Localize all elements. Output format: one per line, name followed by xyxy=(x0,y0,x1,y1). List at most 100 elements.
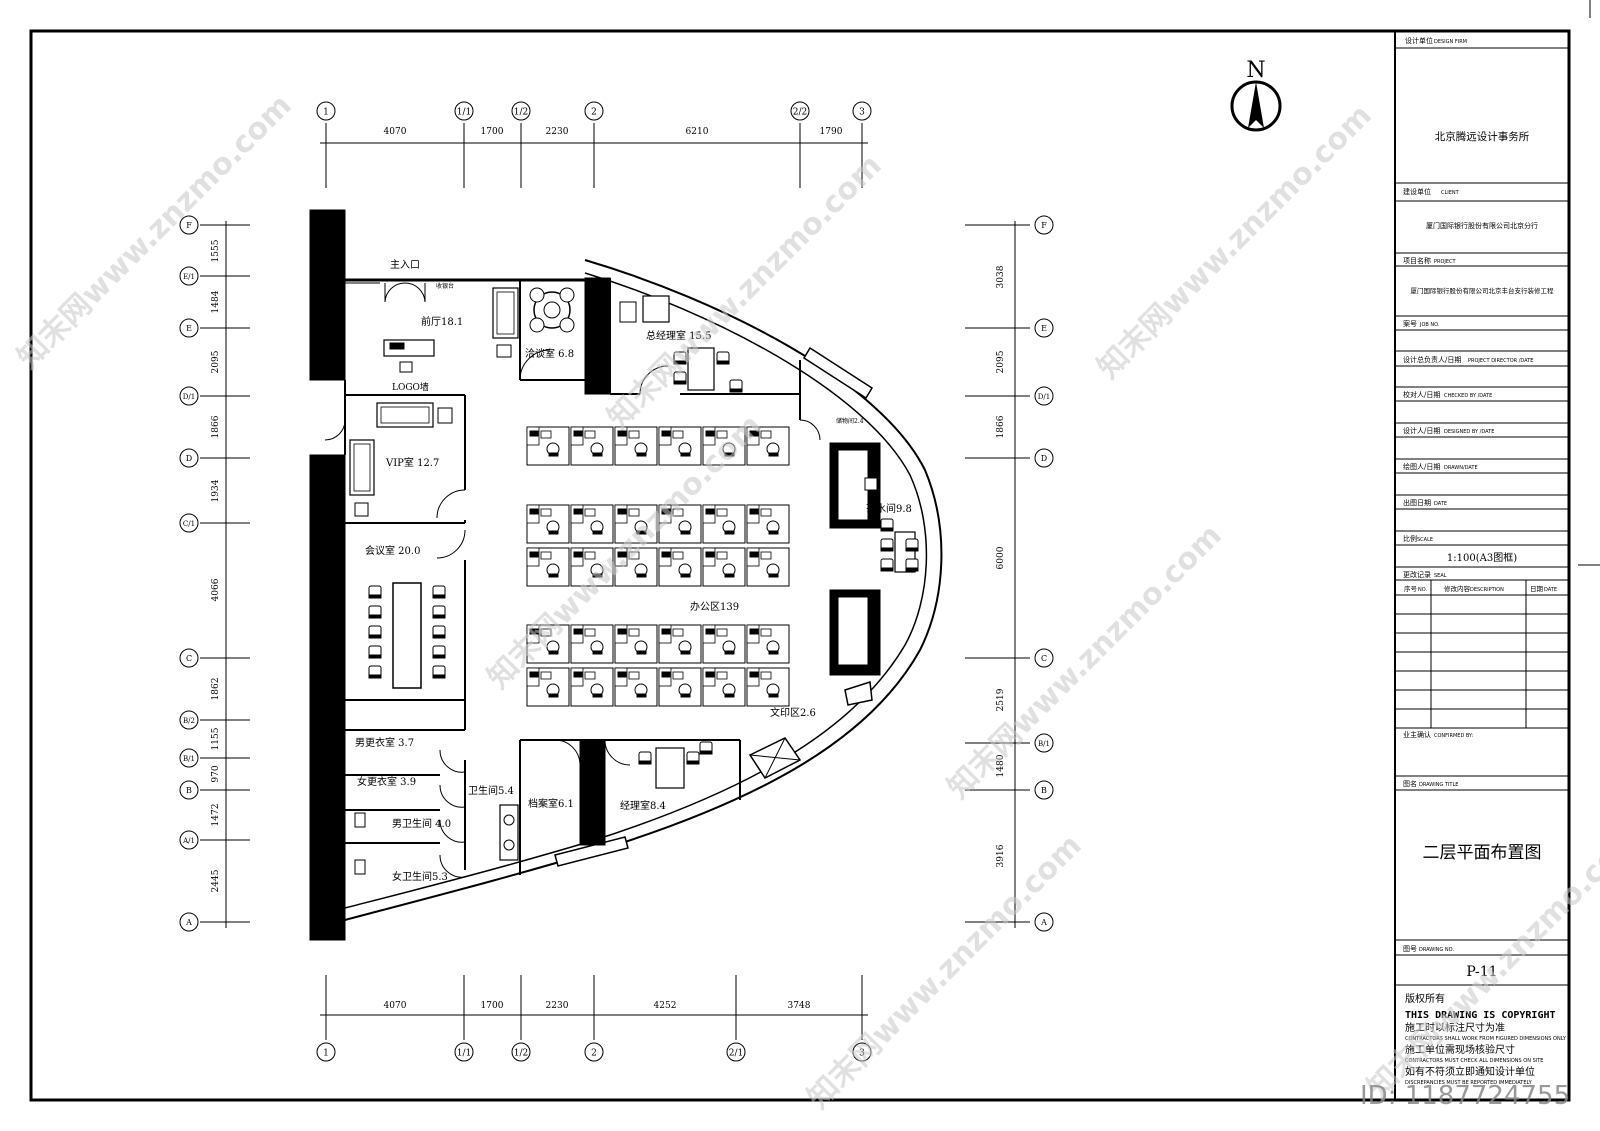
floor-plan xyxy=(309,209,943,941)
grid-axis-top: 1 1/1 1/2 2 2/2 3 4070 1700 2230 6210 17… xyxy=(316,101,872,137)
dim-bottom-5: 3748 xyxy=(788,1001,811,1011)
drawing-title-label: 图名 xyxy=(1403,779,1417,788)
designed-label: 设计人/日期 xyxy=(1403,426,1440,435)
dim-left-8: 1155 xyxy=(211,727,221,750)
room-manager: 经理室8.4 xyxy=(620,799,666,812)
grid-bubble-1-1-top: 1/1 xyxy=(454,101,474,121)
room-meeting: 会议室 20.0 xyxy=(365,544,420,557)
svg-text:F: F xyxy=(1041,221,1047,230)
dim-left-2: 1484 xyxy=(211,290,221,313)
svg-text:2/2: 2/2 xyxy=(793,108,807,118)
svg-text:3: 3 xyxy=(859,1049,865,1059)
drawing-no: P-11 xyxy=(1466,964,1497,980)
rev-col-no-en: NO. xyxy=(1418,587,1427,593)
grid-bubble-B-left: B xyxy=(179,780,199,800)
grid-lines xyxy=(225,123,1016,1040)
grid-bubble-B1-right: B/1 xyxy=(1034,733,1054,753)
note-1: 施工时以标注尺寸为准 xyxy=(1405,1021,1505,1034)
project-name: 厦门国际银行股份有限公司北京丰台支行装修工程 xyxy=(1411,286,1555,295)
watermark-5: 知末网www.znzmo.com xyxy=(941,518,1229,806)
grid-bubble-B-right: B xyxy=(1034,780,1054,800)
job-label-en: JOB NO. xyxy=(1419,322,1440,328)
design-firm-label: 设计单位 xyxy=(1405,36,1433,45)
watermark-1: 知末网www.znzmo.com xyxy=(11,88,299,376)
grid-bubble-A-left: A xyxy=(179,912,199,932)
room-storage: 储物间2.4 xyxy=(836,417,864,425)
grid-bubble-C-left: C xyxy=(179,648,199,668)
dim-bottom-3: 2230 xyxy=(546,1001,569,1011)
north-label: N xyxy=(1246,58,1265,83)
drawing-no-label: 图号 xyxy=(1403,945,1417,953)
sheet-border xyxy=(29,29,1571,1102)
rev-col-no: 序号 xyxy=(1404,584,1418,593)
scale-value: 1:100(A3图框) xyxy=(1447,551,1517,564)
dim-bottom-2: 1700 xyxy=(481,1001,504,1011)
svg-text:D: D xyxy=(1041,454,1047,463)
dim-left-6: 4066 xyxy=(211,578,221,601)
client-name: 厦门国际银行股份有限公司北京分行 xyxy=(1426,221,1538,230)
note-2-en: CONTRACTORS MUST CHECK ALL DIMENSIONS ON… xyxy=(1405,1058,1543,1064)
dim-left-7: 1862 xyxy=(211,678,221,701)
project-label: 项目名称 xyxy=(1403,256,1431,265)
room-tea: 茶水间9.8 xyxy=(866,502,912,515)
room-front-desk-note: 收银台 xyxy=(436,282,454,290)
note-2: 施工单位需现场核验尺寸 xyxy=(1405,1043,1515,1056)
svg-text:B/1: B/1 xyxy=(183,755,195,763)
copyright-title: 版权所有 xyxy=(1405,992,1445,1005)
dim-left-4: 1866 xyxy=(211,415,221,438)
svg-text:E: E xyxy=(1041,324,1047,333)
dim-left-5: 1934 xyxy=(211,479,221,502)
svg-text:A: A xyxy=(1040,918,1047,927)
grid-bubble-A-right: A xyxy=(1034,912,1054,932)
grid-bubble-D1-right: D/1 xyxy=(1034,386,1054,406)
drawing-title-label-en: DRAWING TITLE xyxy=(1419,782,1458,788)
director-label: 设计总负责人/日期 xyxy=(1403,355,1461,364)
svg-text:3: 3 xyxy=(859,108,865,118)
checked-label: 校对人/日期 xyxy=(1403,390,1440,399)
room-main-entrance: 主入口 xyxy=(390,259,420,271)
job-label: 案号 xyxy=(1403,319,1417,328)
svg-text:B/1: B/1 xyxy=(1038,740,1050,748)
owner-confirm-label: 业主确认 xyxy=(1403,730,1431,739)
project-label-en: PROJECT xyxy=(1434,259,1457,265)
copyright-en: THIS DRAWING IS COPYRIGHT xyxy=(1405,1010,1556,1021)
watermark-id: ID: 1187724755 xyxy=(1360,1081,1570,1111)
svg-text:1/2: 1/2 xyxy=(514,1049,528,1059)
svg-text:1: 1 xyxy=(323,108,329,118)
grid-bubble-C-right: C xyxy=(1034,648,1054,668)
svg-text:B: B xyxy=(186,786,192,795)
dim-right-2: 2095 xyxy=(996,350,1006,373)
dim-right-4: 6000 xyxy=(996,546,1006,569)
dim-top-1: 4070 xyxy=(384,127,407,137)
svg-text:1/1: 1/1 xyxy=(457,1049,471,1059)
revision-label-en: SEAL xyxy=(1434,573,1447,579)
svg-text:B/2: B/2 xyxy=(183,717,195,725)
title-block xyxy=(1395,47,1569,986)
rev-col-date-en: DATE xyxy=(1544,587,1557,593)
scale-label: 比例 xyxy=(1403,534,1417,543)
issue-date-label: 出图日期 xyxy=(1403,498,1431,507)
svg-text:1: 1 xyxy=(323,1049,329,1059)
watermark-3: 知末网www.znzmo.com xyxy=(601,148,889,436)
room-vip: VIP室 12.7 xyxy=(385,456,439,469)
svg-text:C: C xyxy=(1041,654,1047,663)
dim-left-9: 970 xyxy=(211,765,221,782)
room-men-locker: 男更衣室 3.7 xyxy=(355,736,414,749)
room-negotiation: 洽谈室 6.8 xyxy=(525,347,574,360)
svg-text:B: B xyxy=(1041,786,1047,795)
room-office: 办公区139 xyxy=(690,600,739,613)
dim-right-5: 2519 xyxy=(996,688,1006,711)
grid-bubble-2-top: 2 xyxy=(584,101,604,121)
drawn-label: 绘图人/日期 xyxy=(1403,462,1440,471)
grid-axis-left: F E/1 E D/1 D C/1 C B/2 B/1 B A/1 A 1555… xyxy=(179,215,250,932)
north-arrow: N xyxy=(1230,58,1282,132)
svg-text:2: 2 xyxy=(591,1049,597,1059)
dim-top-4: 6210 xyxy=(686,127,709,137)
grid-bubble-1-top: 1 xyxy=(316,101,336,121)
room-lobby: 前厅18.1 xyxy=(421,315,463,328)
grid-bubble-A1-left: A/1 xyxy=(179,830,199,850)
room-print: 文印区2.6 xyxy=(770,706,816,719)
watermark-4: 知末网www.znzmo.com xyxy=(1091,98,1379,386)
dim-right-3: 1866 xyxy=(996,415,1006,438)
